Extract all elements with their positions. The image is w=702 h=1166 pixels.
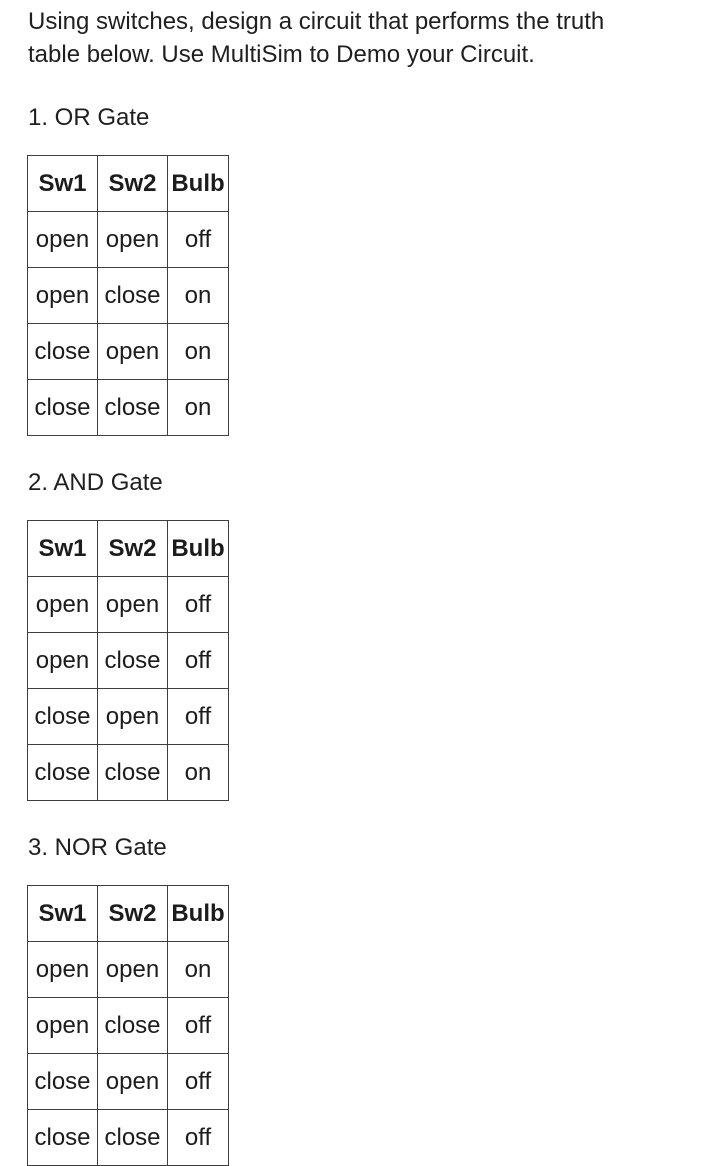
col-header-bulb: Bulb bbox=[167, 155, 229, 212]
table-row: open open off bbox=[27, 576, 229, 633]
table-cell: open bbox=[27, 211, 98, 268]
table-cell: close bbox=[27, 323, 98, 380]
table-cell: open bbox=[27, 941, 98, 998]
col-header-sw2: Sw2 bbox=[97, 520, 168, 577]
truth-table-or: Sw1 Sw2 Bulb open open off open close on… bbox=[27, 155, 229, 436]
table-cell: open bbox=[97, 688, 168, 745]
col-header-bulb: Bulb bbox=[167, 885, 229, 942]
table-row: close close off bbox=[27, 1109, 229, 1166]
table-row: open open off bbox=[27, 211, 229, 268]
table-row: close open on bbox=[27, 323, 229, 380]
table-cell: open bbox=[27, 632, 98, 689]
table-row: close close on bbox=[27, 379, 229, 436]
table-row: close open off bbox=[27, 688, 229, 745]
table-cell: open bbox=[97, 941, 168, 998]
table-cell: close bbox=[97, 744, 168, 801]
section-and-gate: 2. AND Gate Sw1 Sw2 Bulb open open off o… bbox=[27, 466, 682, 801]
table-cell: open bbox=[97, 576, 168, 633]
col-header-sw2: Sw2 bbox=[97, 885, 168, 942]
table-cell: on bbox=[167, 744, 229, 801]
truth-table-nor: Sw1 Sw2 Bulb open open on open close off… bbox=[27, 885, 229, 1166]
table-cell: off bbox=[167, 1053, 229, 1110]
table-header-row: Sw1 Sw2 Bulb bbox=[27, 885, 229, 942]
table-cell: open bbox=[97, 1053, 168, 1110]
table-cell: off bbox=[167, 1109, 229, 1166]
table-cell: close bbox=[97, 267, 168, 324]
table-cell: close bbox=[27, 1109, 98, 1166]
table-row: open close off bbox=[27, 632, 229, 689]
table-cell: close bbox=[27, 379, 98, 436]
table-cell: off bbox=[167, 211, 229, 268]
table-row: open close on bbox=[27, 267, 229, 324]
table-cell: open bbox=[27, 267, 98, 324]
col-header-bulb: Bulb bbox=[167, 520, 229, 577]
table-cell: open bbox=[27, 576, 98, 633]
table-cell: on bbox=[167, 379, 229, 436]
table-header-row: Sw1 Sw2 Bulb bbox=[27, 520, 229, 577]
col-header-sw1: Sw1 bbox=[27, 885, 98, 942]
table-cell: close bbox=[97, 1109, 168, 1166]
intro-text: Using switches, design a circuit that pe… bbox=[28, 8, 605, 68]
table-cell: on bbox=[167, 323, 229, 380]
table-cell: open bbox=[97, 323, 168, 380]
table-cell: on bbox=[167, 267, 229, 324]
table-row: close open off bbox=[27, 1053, 229, 1110]
table-cell: close bbox=[27, 688, 98, 745]
table-cell: off bbox=[167, 997, 229, 1054]
table-row: open close off bbox=[27, 997, 229, 1054]
table-cell: close bbox=[97, 632, 168, 689]
table-cell: off bbox=[167, 576, 229, 633]
section-title-or-gate: 1. OR Gate bbox=[28, 104, 150, 131]
table-cell: close bbox=[97, 997, 168, 1054]
table-cell: close bbox=[27, 1053, 98, 1110]
table-row: close close on bbox=[27, 744, 229, 801]
table-cell: on bbox=[167, 941, 229, 998]
table-row: open open on bbox=[27, 941, 229, 998]
table-cell: off bbox=[167, 688, 229, 745]
section-title-nor-gate: 3. NOR Gate bbox=[28, 834, 167, 861]
table-cell: close bbox=[97, 379, 168, 436]
col-header-sw2: Sw2 bbox=[97, 155, 168, 212]
table-cell: close bbox=[27, 744, 98, 801]
truth-table-and: Sw1 Sw2 Bulb open open off open close of… bbox=[27, 520, 229, 801]
table-cell: off bbox=[167, 632, 229, 689]
section-nor-gate: 3. NOR Gate Sw1 Sw2 Bulb open open on op… bbox=[27, 831, 682, 1166]
col-header-sw1: Sw1 bbox=[27, 155, 98, 212]
section-title-and-gate: 2. AND Gate bbox=[28, 469, 163, 496]
section-or-gate: 1. OR Gate Sw1 Sw2 Bulb open open off op… bbox=[27, 101, 682, 436]
col-header-sw1: Sw1 bbox=[27, 520, 98, 577]
table-cell: open bbox=[27, 997, 98, 1054]
table-header-row: Sw1 Sw2 Bulb bbox=[27, 155, 229, 212]
table-cell: open bbox=[97, 211, 168, 268]
